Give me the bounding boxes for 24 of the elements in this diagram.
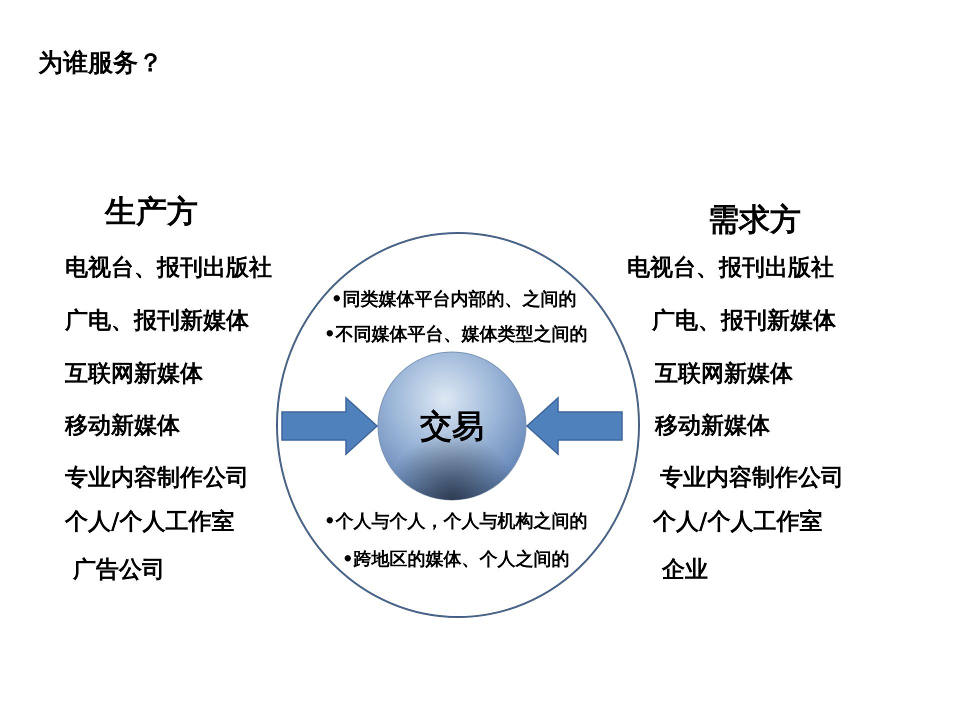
bullet-text: •不同媒体平台、媒体类型之间的 — [324, 324, 588, 346]
list-item: 广电、报刊新媒体 — [65, 307, 249, 335]
column-heading: 需求方 — [708, 202, 801, 238]
page-title: 为谁服务？ — [38, 48, 163, 78]
list-item: 广告公司 — [73, 556, 165, 584]
block-arrow — [281, 396, 378, 456]
list-item: 企业 — [662, 556, 708, 584]
list-item: 电视台、报刊出版社 — [627, 254, 834, 282]
block-arrow — [526, 396, 623, 456]
list-item: 广电、报刊新媒体 — [652, 307, 836, 335]
list-item: 移动新媒体 — [65, 412, 180, 440]
column-heading: 生产方 — [105, 194, 198, 230]
list-item: 专业内容制作公司 — [660, 464, 844, 492]
list-item: 电视台、报刊出版社 — [65, 254, 272, 282]
bullet-text: •同类媒体平台内部的、之间的 — [331, 289, 577, 311]
list-item: 互联网新媒体 — [655, 360, 793, 388]
list-item: 个人/个人工作室 — [65, 508, 234, 536]
list-item: 个人/个人工作室 — [653, 508, 822, 536]
bullet-text: •跨地区的媒体、个人之间的 — [342, 549, 570, 571]
bullet-text: •个人与个人，个人与机构之间的 — [324, 511, 588, 533]
list-item: 专业内容制作公司 — [65, 464, 249, 492]
list-item: 互联网新媒体 — [65, 360, 203, 388]
list-item: 移动新媒体 — [655, 412, 770, 440]
sphere-label: 交易 — [420, 407, 484, 445]
